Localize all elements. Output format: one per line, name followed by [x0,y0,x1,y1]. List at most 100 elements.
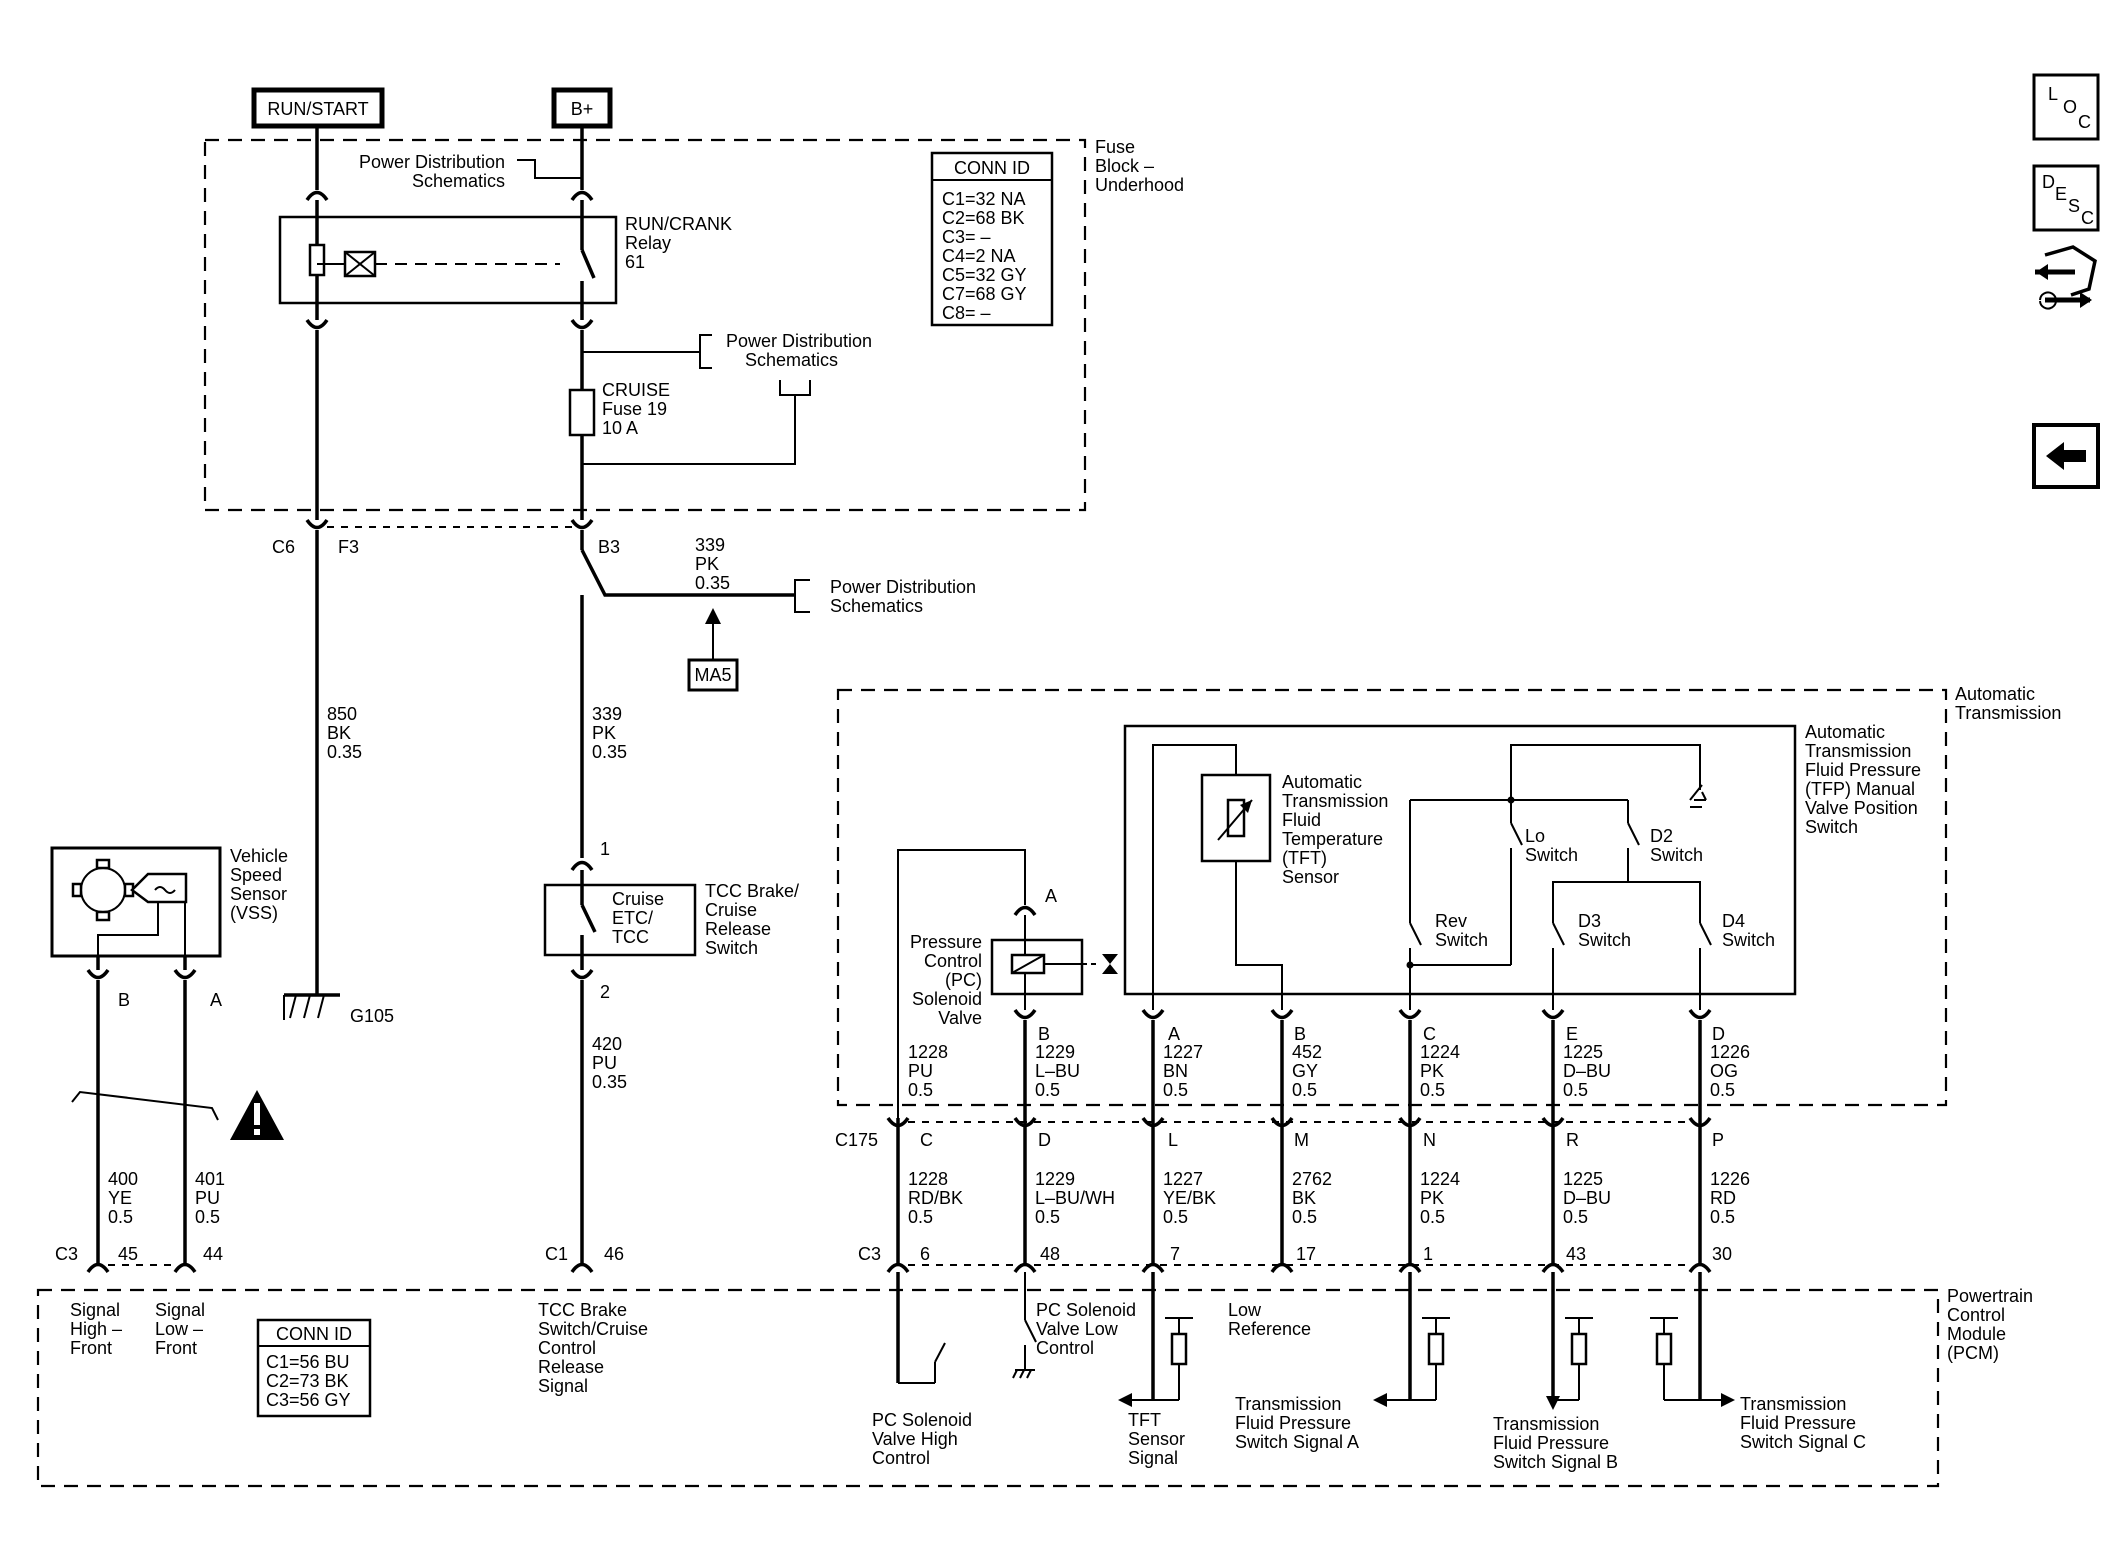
tcc-brake-switch [543,883,697,957]
tcc-sig-1: TCC Brake [538,1300,627,1320]
pc-pin-a: A [1045,886,1057,906]
auto-trans-title-1: Automatic [1955,684,2035,704]
lw-5-a: 1225 [1563,1169,1603,1189]
d4-switch-1: D4 [1722,911,1745,931]
uw-4-c: 0.5 [1420,1080,1445,1100]
conn-c6: C6 [272,537,295,557]
run-crank-relay [278,215,618,305]
pcm-title-1: Powertrain [1947,1286,2033,1306]
bplus-label: B+ [571,99,594,119]
pin-1: 1 [1423,1244,1433,1264]
trans-pin-e: E [1566,1024,1578,1044]
tfp-title-1: Automatic [1805,722,1885,742]
tfp-a-1: Transmission [1235,1394,1341,1414]
pc-low-3: Control [1036,1338,1094,1358]
tcc-title-4: Switch [705,938,758,958]
ma5-box [687,658,739,692]
loc-button[interactable]: L O C [2032,73,2100,141]
loc-icon-l: L [2048,84,2058,104]
tfp-title-6: Switch [1805,817,1858,837]
tcc-sig-4: Release [538,1357,604,1377]
uw-3-b: GY [1292,1061,1318,1081]
sig-high-2: High – [70,1319,122,1339]
pcm-outline [36,1288,1940,1488]
lw-6-c: 0.5 [1710,1207,1735,1227]
tfp-title-4: (TFP) Manual [1805,779,1915,799]
c175-pin-d: D [1038,1130,1051,1150]
pin-44: 44 [203,1244,223,1264]
wire-850-2: BK [327,723,351,743]
d2-switch-2: Switch [1650,845,1703,865]
wire-339-top-2: PK [695,554,719,574]
conn-c175: C175 [835,1130,878,1150]
wire-420-3: 0.35 [592,1072,627,1092]
conn-c3-right: C3 [858,1244,881,1264]
wire-339-1: 339 [592,704,622,724]
wire-339-2: PK [592,723,616,743]
lw-3-b: BK [1292,1188,1316,1208]
pin-6: 6 [920,1244,930,1264]
wire-401-1: 401 [195,1169,225,1189]
pin-43: 43 [1566,1244,1586,1264]
ground-g105: G105 [350,1006,394,1026]
tfp-title-5: Valve Position [1805,798,1918,818]
trans-pin-d: D [1712,1024,1725,1044]
tcc-title-3: Release [705,919,771,939]
fuse-label-1: CRUISE [602,380,670,400]
tfp-c-2: Fluid Pressure [1740,1413,1856,1433]
tcc-sig-2: Switch/Cruise [538,1319,648,1339]
sig-high-1: Signal [70,1300,120,1320]
wire-401-3: 0.5 [195,1207,220,1227]
tfp-a-3: Switch Signal A [1235,1432,1359,1452]
tcc-inner-2: ETC/ [612,908,653,928]
sig-low-3: Front [155,1338,197,1358]
uw-4-b: PK [1420,1061,1444,1081]
vss-title-2: Speed [230,865,282,885]
pin-7: 7 [1170,1244,1180,1264]
tft-sig-1: TFT [1128,1410,1161,1430]
tfp-c-1: Transmission [1740,1394,1846,1414]
wire-850-1: 850 [327,704,357,724]
loc-icon-c: C [2078,112,2091,132]
conn-row-1: C1=32 NA [942,189,1026,209]
uw-1-b: L–BU [1035,1061,1080,1081]
lw-4-b: PK [1420,1188,1444,1208]
lw-0-a: 1228 [908,1169,948,1189]
lw-2-a: 1227 [1163,1169,1203,1189]
wrench-hand-icon[interactable] [2035,245,2097,310]
c175-pin-l: L [1168,1130,1178,1150]
conn-row-4: C4=2 NA [942,246,1016,266]
tcc-inner-3: TCC [612,927,649,947]
fuse-block-title-1: Fuse [1095,137,1135,157]
c3-connector-right [886,1262,1712,1274]
tft-sig-2: Sensor [1128,1429,1185,1449]
tfp-b-2: Fluid Pressure [1493,1433,1609,1453]
uw-0-a: 1228 [908,1042,948,1062]
fuse-block-title-3: Underhood [1095,175,1184,195]
auto-trans-outline [836,688,1948,1107]
conn-c3-left: C3 [55,1244,78,1264]
fuse-block-title-2: Block – [1095,156,1154,176]
tcc-sig-5: Signal [538,1376,588,1396]
tcc-title-1: TCC Brake/ [705,881,799,901]
wire-400-2: YE [108,1188,132,1208]
lw-4-a: 1224 [1420,1169,1460,1189]
auto-trans-title-2: Transmission [1955,703,2061,723]
pc-label-5: Valve [938,1008,982,1028]
back-arrow-button[interactable] [2032,423,2100,489]
wire-850-3: 0.35 [327,742,362,762]
tft-label-5: (TFT) [1282,848,1327,868]
desc-button[interactable]: D E S C [2032,164,2100,232]
uw-3-c: 0.5 [1292,1080,1317,1100]
pc-high-3: Control [872,1448,930,1468]
vss-title-4: (VSS) [230,903,278,923]
conn-id-title: CONN ID [954,158,1030,178]
conn-row-6: C7=68 GY [942,284,1027,304]
pin-45: 45 [118,1244,138,1264]
sig-low-2: Low – [155,1319,203,1339]
run-start-label: RUN/START [267,99,368,119]
pcm-title-4: (PCM) [1947,1343,1999,1363]
fuse-block-conn-id [930,151,1054,327]
wire-400-1: 400 [108,1169,138,1189]
